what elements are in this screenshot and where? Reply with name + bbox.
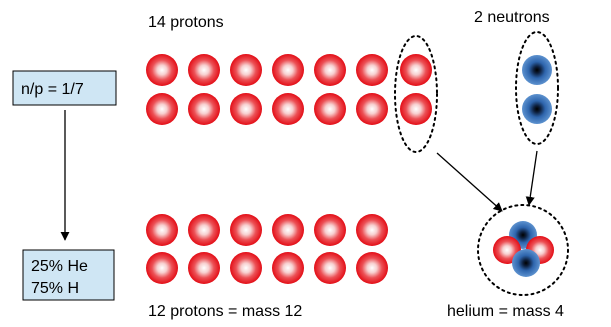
proton: [188, 93, 220, 125]
proton: [314, 214, 346, 246]
proton: [356, 93, 388, 125]
ratio-label: n/p = 1/7: [21, 81, 84, 98]
helium-label: helium = mass 4: [447, 303, 564, 320]
neutrons-ellipse: [515, 31, 559, 145]
proton: [146, 252, 178, 284]
proton: [188, 214, 220, 246]
neutron: [522, 94, 552, 124]
proton: [272, 93, 304, 125]
proton: [146, 214, 178, 246]
helium-circle: [477, 204, 569, 296]
helium-nucleus: [493, 221, 554, 277]
neutrons-group: [522, 55, 552, 124]
proton: [314, 252, 346, 284]
proton: [230, 93, 262, 125]
proton: [272, 54, 304, 86]
top-protons-group: [146, 54, 432, 125]
proton: [356, 214, 388, 246]
neutron: [512, 249, 540, 277]
proton: [146, 54, 178, 86]
abundance-box: [22, 249, 115, 301]
neutron: [522, 55, 552, 85]
proton: [356, 252, 388, 284]
neutrons-to-helium-arrow: [525, 150, 538, 206]
proton: [146, 93, 178, 125]
selected-protons-ellipse: [394, 35, 438, 153]
bottom-protons-label: 12 protons = mass 12: [148, 303, 302, 320]
proton: [400, 93, 432, 125]
proton: [314, 93, 346, 125]
proton: [230, 214, 262, 246]
bottom-protons-group: [146, 214, 388, 284]
ratio-box: [12, 70, 117, 106]
proton: [314, 54, 346, 86]
abundance-h-label: 75% H: [31, 280, 79, 297]
proton: [272, 214, 304, 246]
protons-to-helium-arrow: [436, 152, 503, 212]
top-protons-label: 14 protons: [148, 14, 224, 31]
neutrons-label: 2 neutrons: [474, 9, 550, 26]
proton: [188, 54, 220, 86]
proton: [230, 54, 262, 86]
proton: [400, 54, 432, 86]
proton: [230, 252, 262, 284]
abundance-he-label: 25% He: [31, 258, 88, 275]
proton: [188, 252, 220, 284]
proton: [272, 252, 304, 284]
proton: [356, 54, 388, 86]
